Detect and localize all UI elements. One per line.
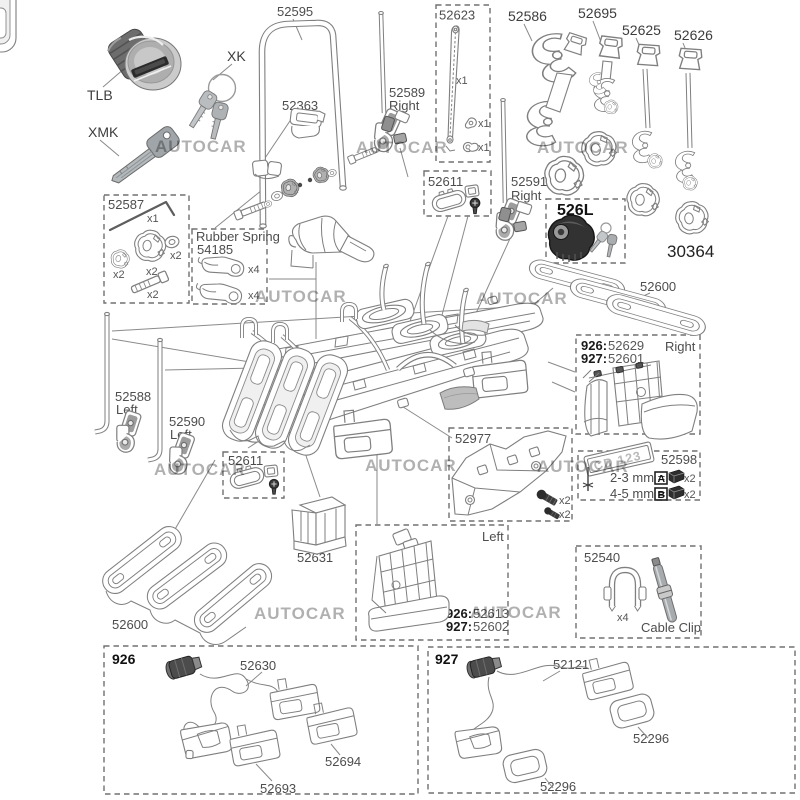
svg-text:52587: 52587 [108,197,144,212]
svg-text:Rubber Spring: Rubber Spring [196,229,280,244]
svg-text:52623: 52623 [439,8,475,23]
svg-text:52595: 52595 [277,4,313,19]
svg-text:AUTOCAR: AUTOCAR [537,138,629,157]
svg-text:AUTOCAR: AUTOCAR [537,457,629,476]
svg-text:52630: 52630 [240,658,276,673]
svg-text:52693: 52693 [260,781,296,796]
svg-text:926:: 926: [581,338,607,353]
svg-text:52600: 52600 [640,279,676,294]
svg-text:52601: 52601 [608,351,644,366]
svg-text:x2: x2 [113,269,125,281]
svg-text:52695: 52695 [578,5,617,21]
svg-text:52626: 52626 [674,27,713,43]
svg-text:52363: 52363 [282,98,318,113]
svg-text:52694: 52694 [325,754,361,769]
svg-text:x2: x2 [147,289,159,301]
svg-text:AUTOCAR: AUTOCAR [365,456,457,475]
svg-text:52121: 52121 [553,657,589,672]
svg-text:A: A [658,473,666,485]
svg-text:Left: Left [482,529,504,544]
svg-text:52600: 52600 [112,617,148,632]
svg-text:52588: 52588 [115,389,151,404]
svg-text:x1: x1 [478,118,490,130]
svg-text:52586: 52586 [508,8,547,24]
svg-text:52589: 52589 [389,85,425,100]
svg-text:x2: x2 [170,250,182,262]
svg-text:52613: 52613 [473,606,509,621]
svg-text:AUTOCAR: AUTOCAR [255,287,347,306]
svg-text:AUTOCAR: AUTOCAR [470,603,562,622]
svg-text:30364: 30364 [667,242,714,261]
svg-text:926:: 926: [446,606,472,621]
svg-text:927:: 927: [581,351,607,366]
svg-text:x2: x2 [559,495,571,507]
svg-text:XK: XK [227,48,246,64]
svg-text:TLB: TLB [87,87,113,103]
svg-text:52625: 52625 [622,22,661,38]
svg-text:Right: Right [511,188,542,203]
svg-text:x1: x1 [478,142,490,154]
svg-text:AUTOCAR: AUTOCAR [155,137,247,156]
svg-text:x4: x4 [617,612,629,624]
svg-text:52540: 52540 [584,550,620,565]
svg-text:x4: x4 [248,290,260,302]
svg-text:AUTOCAR: AUTOCAR [356,138,448,157]
svg-text:52977: 52977 [455,431,491,446]
svg-text:XMK: XMK [88,124,119,140]
svg-text:927: 927 [435,651,459,667]
svg-text:52629: 52629 [608,338,644,353]
svg-text:x1: x1 [147,213,159,225]
svg-text:Cable Clip: Cable Clip [641,620,701,635]
svg-text:Right: Right [665,339,696,354]
svg-text:52631: 52631 [297,550,333,565]
svg-text:x4: x4 [248,264,260,276]
svg-text:52296: 52296 [540,779,576,794]
svg-text:926: 926 [112,651,136,667]
svg-text:52602: 52602 [473,619,509,634]
svg-text:B: B [658,489,666,501]
svg-text:x2: x2 [146,266,158,278]
svg-text:52591: 52591 [511,174,547,189]
svg-text:x2: x2 [559,509,571,521]
svg-text:2-3 mm =: 2-3 mm = [610,470,665,485]
svg-text:54185: 54185 [197,242,233,257]
svg-text:AUTOCAR: AUTOCAR [254,604,346,623]
svg-text:4-5 mm =: 4-5 mm = [610,486,665,501]
svg-text:927:: 927: [446,619,472,634]
svg-text:AUTOCAR: AUTOCAR [476,289,568,308]
svg-text:x2: x2 [684,473,696,485]
svg-text:52611: 52611 [428,174,463,189]
svg-text:AUTOCAR: AUTOCAR [154,460,246,479]
svg-text:526L: 526L [557,202,594,219]
svg-text:52598: 52598 [661,452,697,467]
svg-text:52296: 52296 [633,731,669,746]
svg-text:x2: x2 [684,489,696,501]
svg-text:Right: Right [389,98,420,113]
svg-text:x1: x1 [456,75,468,87]
svg-text:52590: 52590 [169,414,205,429]
svg-text:52611: 52611 [228,453,263,468]
